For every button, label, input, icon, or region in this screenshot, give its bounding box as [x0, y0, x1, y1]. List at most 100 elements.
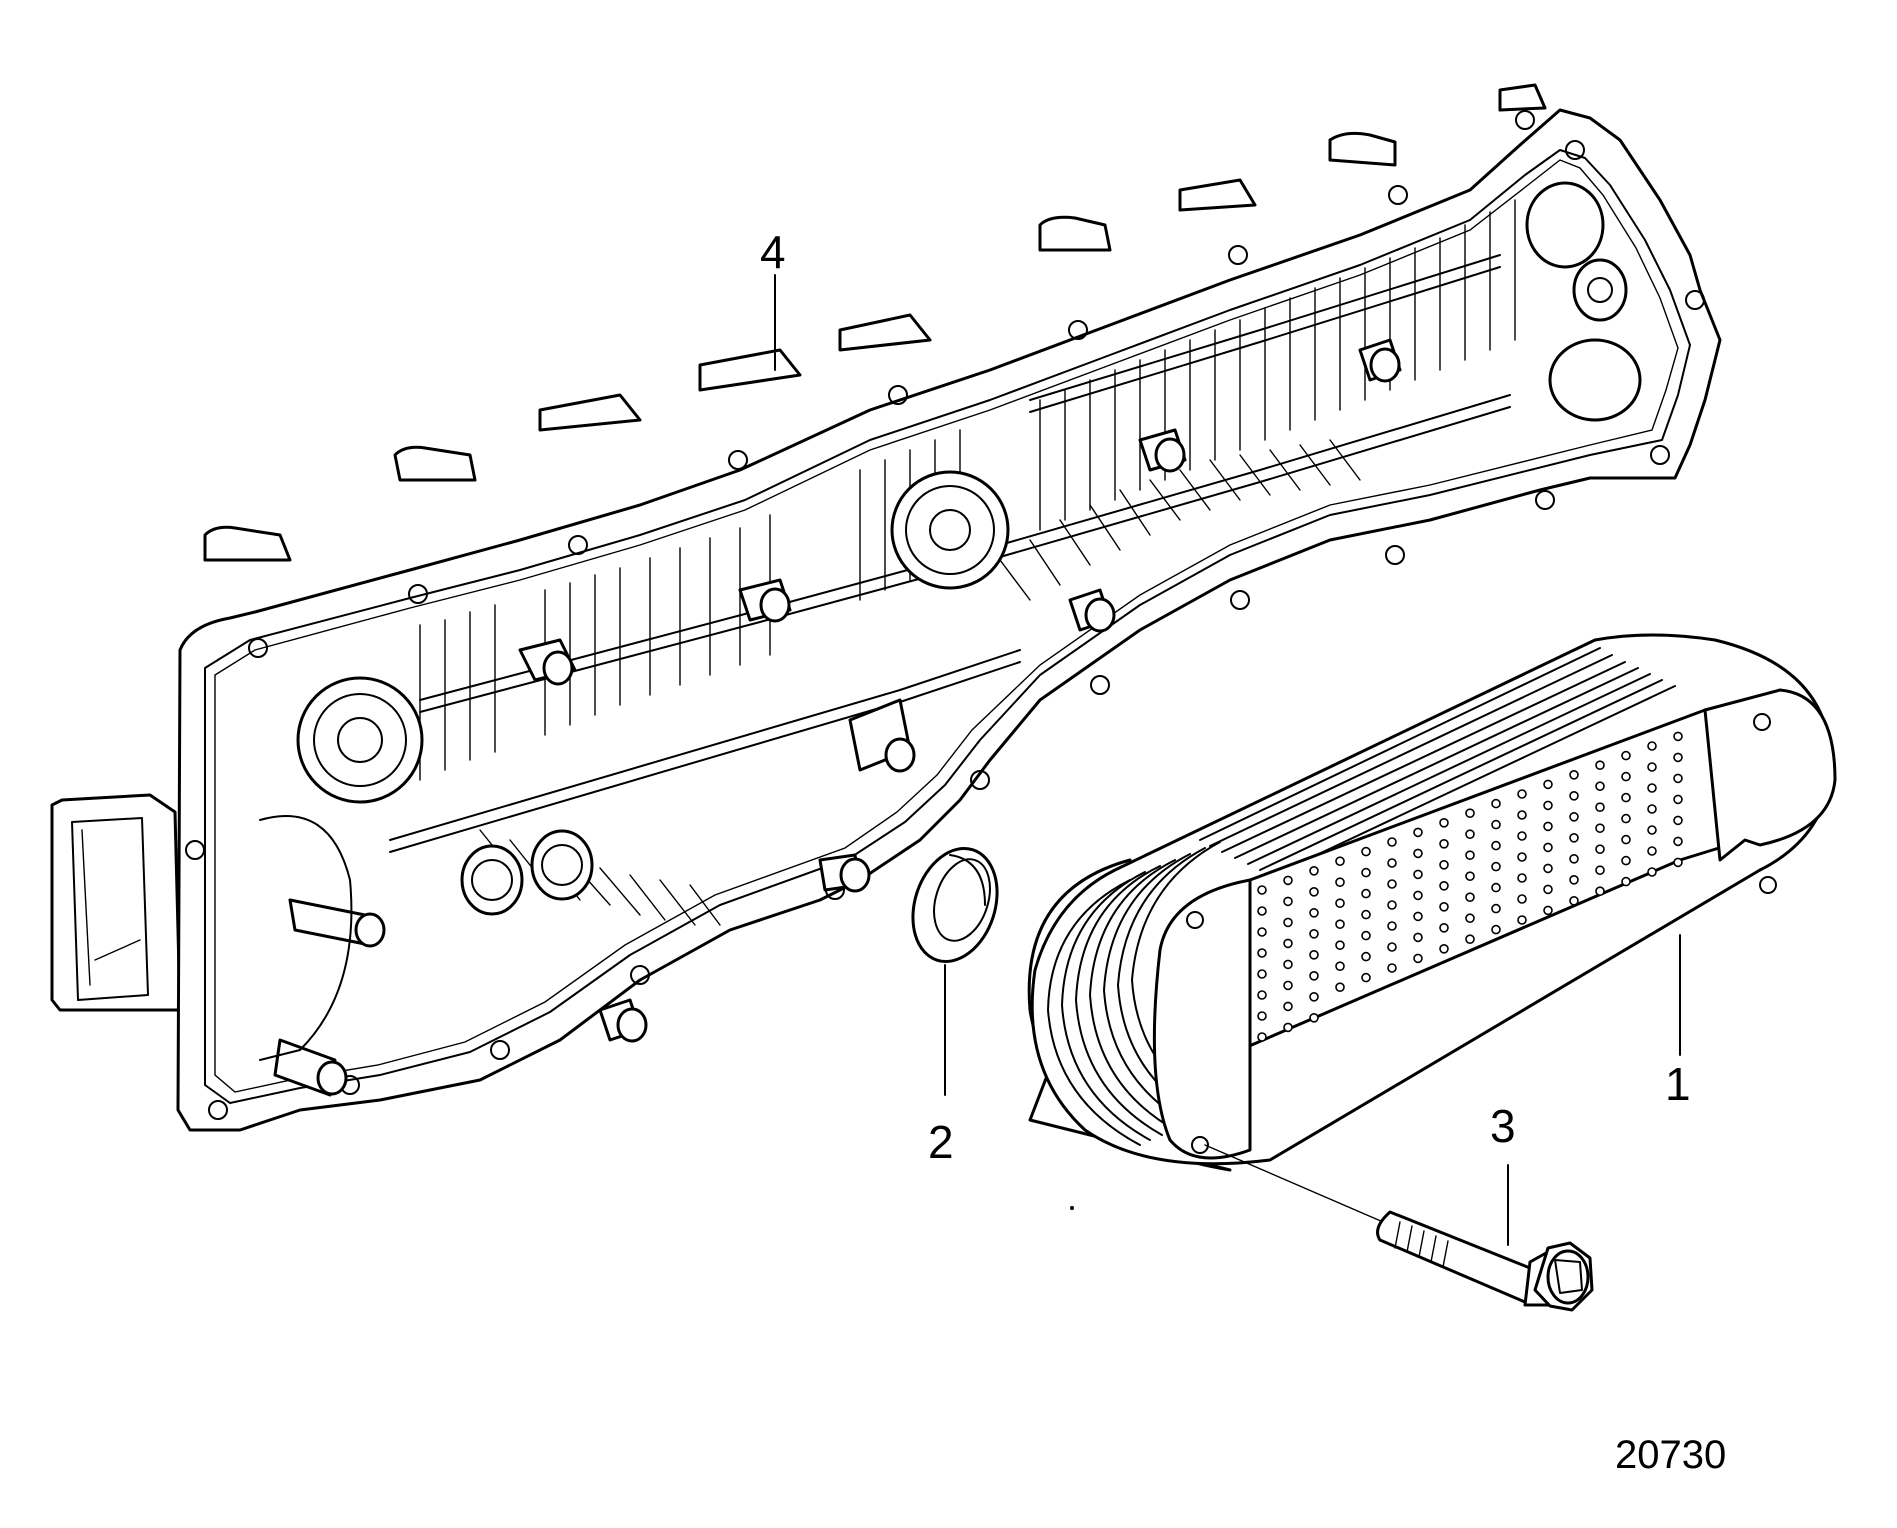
cooler-hole	[1491, 840, 1501, 851]
cooler-hole	[1309, 928, 1319, 939]
cooler-hole	[1413, 890, 1423, 901]
cooler-hole	[1283, 980, 1293, 991]
cooler-hole	[1673, 857, 1683, 868]
cooler-hole	[1621, 792, 1631, 803]
cooler-hole	[1387, 900, 1397, 910]
cooler-hole	[1439, 922, 1449, 933]
cooler-hole	[1335, 898, 1345, 909]
cooler-hole	[1491, 798, 1501, 809]
flange-bolt	[1204, 1144, 1594, 1312]
cooler-hole	[1361, 972, 1371, 983]
cooler-hole	[1595, 865, 1605, 876]
cooler-hole	[1439, 943, 1449, 954]
cooler-hole	[1491, 861, 1501, 872]
cooler-hole	[1335, 940, 1345, 951]
cooler-hole	[1569, 769, 1579, 780]
cooler-hole	[1673, 836, 1683, 847]
cooler-hole	[1439, 859, 1449, 870]
cooler-hole	[1595, 781, 1605, 792]
cooler-hole	[1439, 880, 1449, 891]
cooler-hole	[1335, 877, 1345, 888]
cooler-hole	[1621, 750, 1631, 761]
cooler-hole	[1491, 819, 1501, 830]
cooler-hole	[1517, 852, 1527, 862]
cooler-hole	[1543, 821, 1553, 832]
cooler-hole	[1309, 949, 1319, 960]
cooler-hole	[1517, 789, 1527, 799]
cooler-hole	[1309, 970, 1319, 981]
oil-cooler	[1027, 633, 1837, 1172]
cooler-hole	[1439, 838, 1449, 849]
cooler-dot-pattern	[1257, 731, 1683, 1042]
cooler-hole	[1413, 932, 1423, 943]
cooler-hole	[1491, 924, 1501, 935]
cooler-hole	[1413, 953, 1423, 964]
cooler-hole	[1413, 869, 1423, 880]
cooler-hole	[1309, 865, 1319, 876]
cooler-hole	[1309, 1012, 1319, 1023]
cooler-hole	[1413, 911, 1423, 922]
cooler-hole	[1257, 927, 1267, 937]
cooler-hole	[1257, 948, 1267, 958]
cooler-hole	[1465, 892, 1475, 903]
cooler-hole	[1257, 1032, 1267, 1042]
cooler-hole	[1569, 874, 1579, 885]
oil-cooler-housing	[50, 83, 1722, 1132]
cooler-hole	[1517, 810, 1527, 820]
cooler-hole	[1569, 895, 1579, 906]
cooler-hole	[1647, 762, 1657, 772]
cooler-hole	[1465, 808, 1475, 819]
cooler-hole	[1439, 901, 1449, 912]
cooler-hole	[1335, 982, 1345, 993]
cooler-hole	[1283, 959, 1293, 970]
cooler-hole	[1387, 963, 1397, 973]
cooler-hole	[1621, 771, 1631, 782]
cooler-hole	[1439, 817, 1449, 828]
cooler-hole	[1543, 863, 1553, 874]
cooler-hole	[1621, 813, 1631, 824]
part-label-3: 3	[1490, 1100, 1516, 1152]
cooler-hole	[1491, 903, 1501, 914]
port-rings	[296, 181, 1642, 916]
cooler-hole	[1647, 846, 1657, 856]
part-label-4: 4	[760, 226, 786, 278]
cooler-hole	[1387, 942, 1397, 952]
gasket-groove	[204, 149, 1691, 1104]
cooler-hole	[1465, 829, 1475, 840]
cooler-hole	[1621, 834, 1631, 845]
cooler-hole	[1647, 867, 1657, 877]
cooler-hole	[1361, 951, 1371, 962]
cooler-hole	[1621, 876, 1631, 887]
cooler-hole	[1491, 882, 1501, 893]
cooler-hole	[1465, 934, 1475, 945]
cooler-hole	[1283, 1022, 1293, 1033]
cooler-hole	[1673, 773, 1683, 784]
cooler-hole	[1387, 921, 1397, 931]
cooler-hole	[1309, 907, 1319, 918]
housing-top-bosses	[203, 83, 1547, 562]
cooler-hole	[1569, 811, 1579, 822]
cooler-hole	[1647, 804, 1657, 814]
cooler-hole	[1673, 815, 1683, 826]
inlet-flange	[50, 793, 182, 1012]
cooler-hole	[1257, 969, 1267, 979]
cooler-hole	[1309, 991, 1319, 1002]
cooler-hole	[1517, 894, 1527, 904]
cooler-hole	[1647, 741, 1657, 751]
cooler-hole	[1673, 731, 1683, 742]
cooler-hole	[1517, 873, 1527, 883]
part-label-1: 1	[1665, 1058, 1691, 1110]
cooler-hole	[1673, 752, 1683, 763]
cooler-hole	[1465, 913, 1475, 924]
cooler-hole	[1335, 919, 1345, 930]
cooler-hole	[1361, 867, 1371, 878]
cooler-hole	[1361, 930, 1371, 941]
part-label-2: 2	[928, 1116, 954, 1168]
cooler-hole	[1257, 885, 1267, 895]
pipe-stubs	[273, 338, 1402, 1097]
cooler-hole	[1647, 825, 1657, 835]
cooler-hole	[1283, 938, 1293, 949]
cooler-hole	[1517, 915, 1527, 925]
cooler-hole	[1335, 856, 1345, 867]
